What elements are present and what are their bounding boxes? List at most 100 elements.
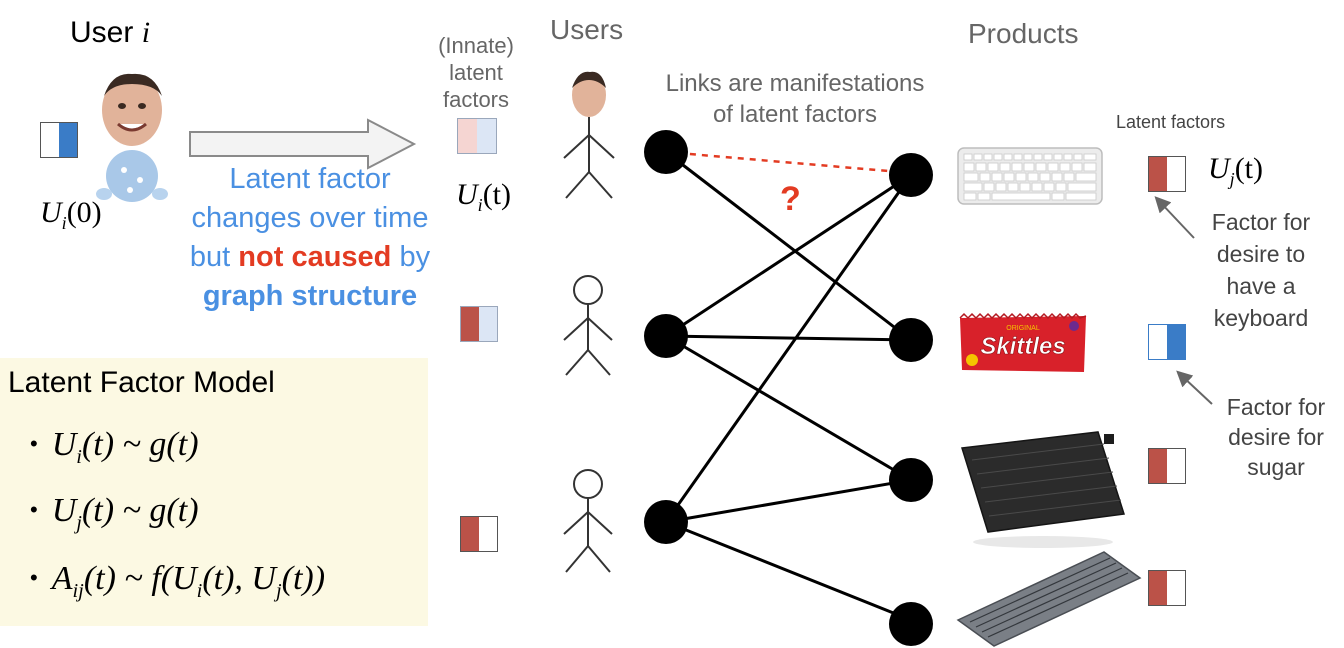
product3-factor [1148, 448, 1186, 484]
b2-rest: (t) ~ g(t) [81, 492, 199, 529]
product3-node [889, 458, 933, 502]
kb-anno-3: have a [1226, 273, 1296, 299]
latent-change-but: but [189, 241, 239, 273]
b3-mid: (t) ~ f(U [83, 560, 197, 597]
innate-ut-label: Ui(t) [456, 178, 511, 216]
product2-node [889, 318, 933, 362]
latent-change-line3: but not caused by [150, 238, 470, 277]
latent-factors-label: Latent factors [1116, 112, 1226, 132]
product1-factor [1148, 156, 1186, 192]
innate-ut-var: U [456, 178, 478, 211]
b2-sub: j [76, 511, 82, 534]
users-header: Users [550, 14, 624, 45]
sugar-annotation-arrow [1176, 370, 1213, 405]
model-bullet-1: • Ui(t) ~ g(t) [30, 428, 199, 474]
latent-change-line2: changes over time [191, 202, 429, 234]
product4-factor [1148, 570, 1186, 606]
user-avatar [96, 73, 168, 202]
black-keyboard-image [961, 431, 1125, 548]
edge-u3-p3 [665, 478, 912, 524]
b3-sub: ij [72, 579, 84, 602]
user2-figure [563, 275, 613, 376]
product-uj-label: Uj(t) [1208, 152, 1263, 190]
user-u0-var: U [40, 196, 62, 229]
user1-figure [563, 71, 615, 199]
user-header-prefix: User [70, 16, 142, 49]
user3-node [644, 500, 688, 544]
edge-u2-p1 [665, 173, 912, 338]
sugar-anno-2: desire for [1228, 424, 1324, 450]
links-text-line2: of latent factors [712, 101, 878, 128]
sugar-anno-1: Factor for [1226, 394, 1326, 420]
graph-structure-text: graph structure [202, 280, 418, 312]
bipartite-graph [563, 71, 933, 646]
b3-var: A [51, 560, 73, 597]
model-bullet-3: • Aij(t) ~ f(Ui(t), Uj(t)) [30, 562, 325, 608]
edge-u3-p1 [664, 174, 913, 523]
kb-anno-2: desire to [1216, 241, 1306, 267]
edge-u1-p1-unknown [665, 150, 901, 174]
user-initial-factor [40, 122, 78, 158]
model-bullet-2: • Uj(t) ~ g(t) [30, 494, 199, 540]
sugar-annotation: Factor for desire for sugar [1208, 392, 1344, 482]
product-uj-var: U [1208, 152, 1230, 185]
user3-factor [460, 516, 498, 552]
not-caused-text: not caused [238, 241, 392, 273]
edge-u3-p4 [665, 520, 912, 622]
bullet-dot-3: • [30, 565, 38, 590]
user-u0-tail: (0) [66, 196, 102, 229]
links-text-line1: Links are manifestations [665, 70, 925, 97]
edge-u2-p3 [665, 334, 912, 482]
bullet-dot-2: • [30, 497, 38, 522]
model-title: Latent Factor Model [8, 366, 275, 399]
question-mark: ? [780, 180, 801, 218]
innate-ut-sub: i [477, 195, 483, 215]
innate-label-line2: latent [449, 60, 503, 85]
products-header: Products [968, 18, 1079, 49]
b1-var: U [51, 426, 77, 463]
b1-rest: (t) ~ g(t) [81, 426, 199, 463]
time-arrow [189, 118, 417, 170]
innate-factor-pale [457, 118, 497, 154]
latent-factor-model-box: Latent Factor Model •Ui(t) ~ g(t) •Uj(t)… [0, 358, 428, 626]
keyboard-annotation-arrow [1154, 196, 1195, 239]
innate-label-line3: factors [442, 87, 510, 112]
edge-u1-p2 [665, 150, 912, 342]
skittles-image: Skittles ORIGINAL [959, 312, 1087, 372]
b3-rest: (t)) [281, 560, 326, 597]
innate-ut-tail: (t) [482, 178, 512, 211]
annotation-arrows [1154, 196, 1213, 405]
user1-node [644, 130, 688, 174]
latent-change-text: Latent factor changes over time but not … [150, 160, 470, 316]
b3-sub3: j [275, 579, 282, 602]
keyboard-annotation: Factor for desire to have a keyboard [1196, 206, 1326, 334]
b2-var: U [51, 492, 77, 529]
product-uj-tail: (t) [1234, 152, 1264, 185]
links-text: Links are manifestations of latent facto… [640, 68, 950, 130]
edge-u2-p2 [665, 334, 912, 342]
kb-anno-1: Factor for [1211, 209, 1311, 235]
product-uj-sub: j [1229, 169, 1235, 189]
b3-sub2: i [196, 579, 203, 602]
graph-edges [664, 150, 913, 622]
b3-mid2: (t), U [202, 560, 276, 597]
user3-figure [563, 469, 613, 573]
user2-factor [460, 306, 498, 342]
sugar-anno-3: sugar [1247, 454, 1305, 480]
user-header-var: i [141, 16, 151, 49]
innate-label-line1: (Innate) [438, 33, 514, 58]
latent-change-by: by [391, 241, 431, 273]
b1-sub: i [76, 445, 82, 468]
latent-change-line1: Latent factor [229, 163, 391, 195]
skittles-brand-text: Skittles [980, 333, 1065, 360]
user-u0-sub: i [61, 213, 67, 233]
bullet-dot-1: • [30, 431, 38, 456]
product4-node [889, 602, 933, 646]
skittles-tag-text: ORIGINAL [1006, 325, 1040, 332]
innate-label: (Innate) latent factors [426, 32, 526, 113]
user-header: User i [70, 16, 150, 50]
gray-keyboard-image [956, 551, 1142, 647]
product2-factor [1148, 324, 1186, 360]
product1-node [889, 153, 933, 197]
user2-node [644, 314, 688, 358]
